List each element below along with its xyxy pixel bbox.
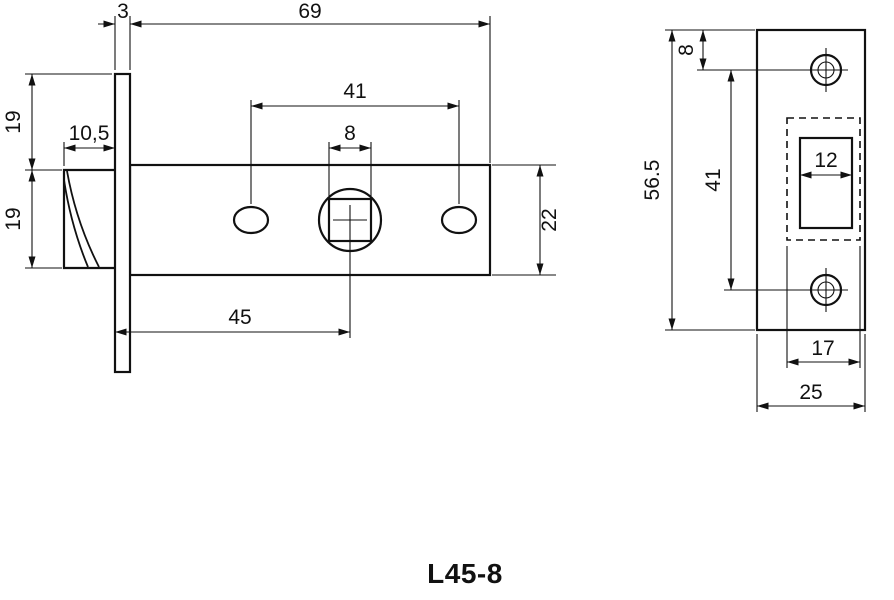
dim-label-screw-hole-offset: 8 [675,44,698,56]
dim-label-hole-spacing: 41 [343,80,366,103]
latch-bolt-bevel-curve [66,170,100,268]
model-title: L45-8 [427,558,503,589]
dim-label-body-length: 69 [298,0,321,23]
dim-label-backset: 45 [228,306,251,329]
dim-label-bolt-height: 19 [2,207,25,230]
fixing-hole-left [232,205,270,235]
cutout-dashed-outline [786,117,861,241]
dim-label-opening-width: 12 [814,149,837,172]
dim-label-top-offset: 19 [2,110,25,133]
faceplate-side [113,72,132,374]
side-view: 3 69 41 8 10,5 19 19 22 45 [2,0,561,374]
latch-opening [798,136,854,230]
dim-label-cutout-width: 17 [811,337,834,360]
latch-body [128,163,492,277]
fixing-hole-right [440,205,478,235]
front-view: 8 56.5 41 12 17 25 [641,28,867,412]
dim-label-square-size: 8 [344,122,356,145]
latch-bolt-bevel-curve-2 [63,179,89,268]
dim-label-screw-spacing: 41 [702,168,725,191]
dim-label-faceplate-thickness: 3 [117,0,129,23]
latch-bolt [62,168,115,270]
dim-label-plate-height: 56.5 [641,160,664,201]
dim-label-body-height: 22 [538,208,561,231]
dim-label-plate-width: 25 [799,381,822,404]
dim-label-bolt-projection: 10,5 [69,122,110,145]
